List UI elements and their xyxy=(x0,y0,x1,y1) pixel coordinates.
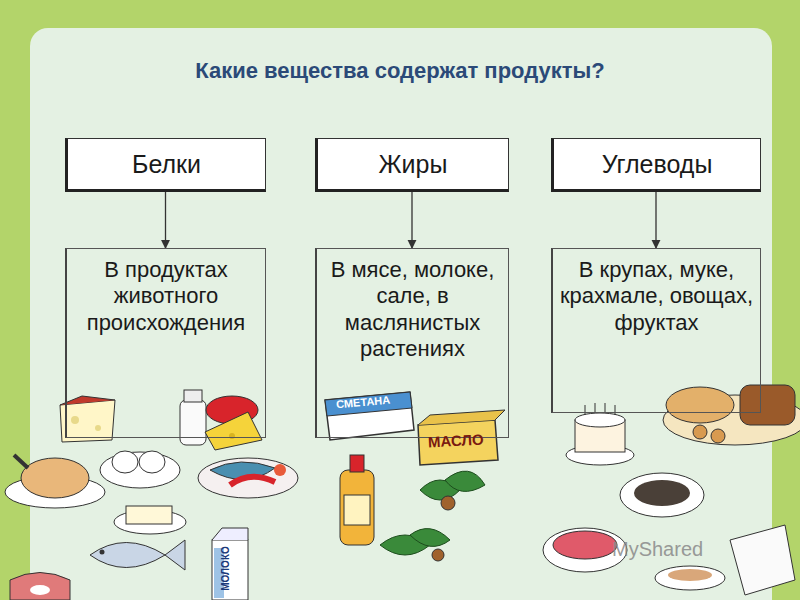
bread xyxy=(663,385,800,445)
box-text: Углеводы xyxy=(602,149,713,179)
arrow-connector xyxy=(165,192,166,248)
hazelnut xyxy=(380,471,485,561)
arrow-connector xyxy=(411,192,412,248)
butter-dish xyxy=(114,506,186,534)
fish xyxy=(90,540,185,570)
box-text: Белки xyxy=(132,149,201,179)
cheese-round xyxy=(205,396,262,450)
box-text: В продуктах животного происхождения xyxy=(73,257,259,336)
arrow-connector xyxy=(655,192,656,248)
source-box: В продуктах животного происхождения xyxy=(65,248,266,438)
package-text: СМЕТАНА xyxy=(336,394,391,411)
cheese xyxy=(60,396,115,442)
roast-chicken xyxy=(5,455,105,508)
eggs xyxy=(100,451,180,488)
box-text: В крупах, муке, крахмале, овощах, фрукта… xyxy=(559,257,754,336)
source-box: В крупах, муке, крахмале, овощах, фрукта… xyxy=(551,248,761,413)
seafood xyxy=(198,458,298,498)
nutrient-box: Углеводы xyxy=(551,138,761,192)
box-text: В мясе, молоке, сале, в маслянистых раст… xyxy=(323,257,502,363)
nutrient-box: Белки xyxy=(65,138,266,192)
watermark: MyShared xyxy=(612,538,703,561)
oil-bottle xyxy=(340,455,374,545)
buckwheat xyxy=(620,473,704,517)
milk-carton xyxy=(212,528,248,600)
meat xyxy=(10,573,70,600)
diagram-title: Какие вещества содержат продукты? xyxy=(0,58,800,84)
nutrient-box: Жиры xyxy=(315,138,509,192)
milk-bottle xyxy=(180,390,206,445)
sour-cream xyxy=(325,392,414,440)
package-text: МОЛОКО xyxy=(220,546,231,591)
box-text: Жиры xyxy=(379,149,448,179)
package-text: МАСЛО xyxy=(428,431,484,451)
